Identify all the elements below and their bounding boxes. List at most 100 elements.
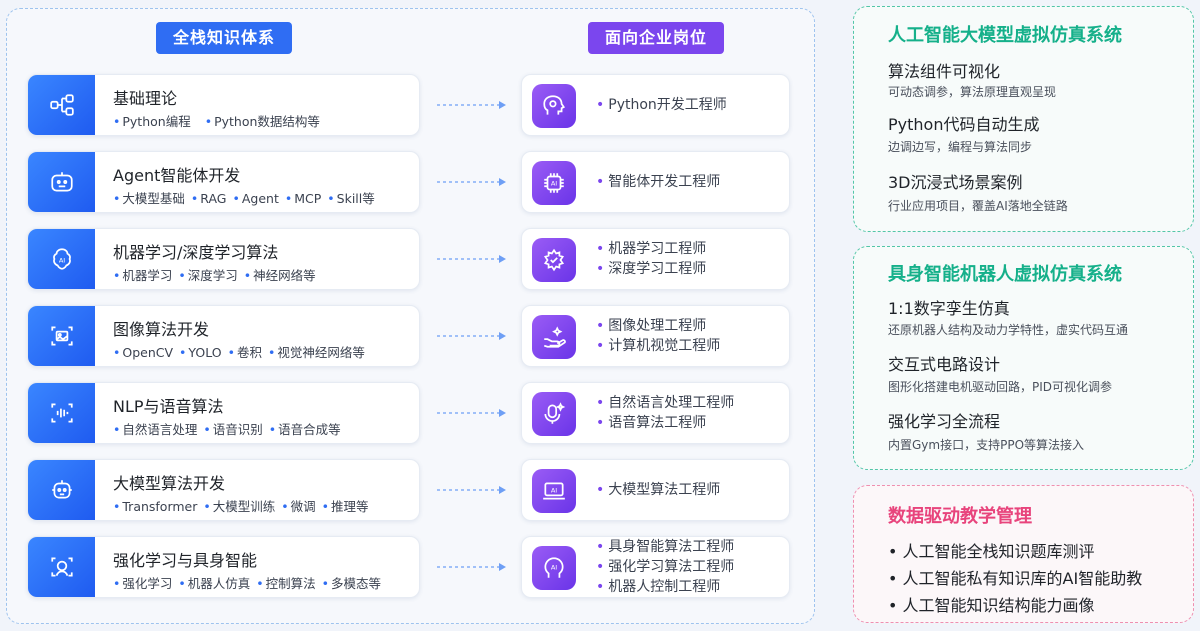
- knowledge-tag: •OpenCV: [113, 345, 174, 360]
- ai-brain-icon: AI: [28, 229, 95, 289]
- job-card: •自然语言处理工程师 •语音算法工程师: [521, 382, 790, 444]
- job-title: •智能体开发工程师: [596, 174, 721, 190]
- knowledge-tags: •自然语言处理 •语音识别 •语音合成等: [113, 419, 341, 438]
- connector-arrow: [437, 178, 506, 186]
- svg-text:AI: AI: [551, 564, 557, 572]
- knowledge-tag: •语音合成等: [268, 422, 341, 437]
- knowledge-tag: •机器学习: [113, 268, 173, 283]
- knowledge-tag: •Agent: [232, 191, 279, 206]
- knowledge-tags: •大模型基础 •RAG •Agent •MCP •Skill等: [113, 188, 375, 207]
- feature-heading: 交互式电路设计: [888, 355, 1001, 374]
- knowledge-tag: •YOLO: [179, 345, 222, 360]
- feature-heading: 1:1数字孪生仿真: [888, 299, 1010, 318]
- svg-text:AI: AI: [551, 180, 557, 188]
- feature-description: 图形化搭建电机驱动回路，PID可视化调参: [888, 380, 1113, 394]
- job-card: •机器学习工程师 •深度学习工程师: [521, 228, 790, 290]
- knowledge-tag: •MCP: [284, 191, 322, 206]
- knowledge-tag: •深度学习: [178, 268, 238, 283]
- knowledge-tag: •大模型训练: [203, 499, 276, 514]
- box-title: 具身智能机器人虚拟仿真系统: [888, 264, 1122, 285]
- knowledge-tag: •机器人仿真: [178, 576, 251, 591]
- job-title: •Python开发工程师: [596, 97, 727, 113]
- knowledge-tag: •Python编程: [113, 114, 191, 129]
- head-brain-icon: [532, 84, 576, 128]
- ai-llm-simulation-box: 人工智能大模型虚拟仿真系统 算法组件可视化 可动态调参，算法原理直观呈现 Pyt…: [853, 6, 1194, 232]
- job-title: •强化学习算法工程师: [596, 559, 735, 575]
- job-list: •大模型算法工程师: [596, 460, 720, 520]
- job-card: AI •智能体开发工程师: [521, 151, 790, 213]
- feature-description: 行业应用项目，覆盖AI落地全链路: [888, 199, 1068, 213]
- knowledge-tags: •机器学习 •深度学习 •神经网络等: [113, 265, 316, 284]
- robot-head-icon: [28, 460, 95, 520]
- data-driven-teaching-box: 数据驱动教学管理 • 人工智能全栈知识题库测评 • 人工智能私有知识库的AI智能…: [853, 485, 1194, 623]
- microphone-sparkle-icon: [532, 392, 576, 436]
- hand-sparkle-icon: [532, 315, 576, 359]
- knowledge-tags: •OpenCV •YOLO •卷积 •视觉神经网络等: [113, 342, 365, 361]
- feature-heading: 算法组件可视化: [888, 62, 1001, 81]
- ai-head-icon: AI: [532, 546, 576, 590]
- flowchart-icon: [28, 75, 95, 135]
- feature-heading: 强化学习全流程: [888, 412, 1001, 431]
- connector-arrow: [437, 409, 506, 417]
- feature-description: 内置Gym接口，支持PPO等算法接入: [888, 438, 1085, 452]
- ai-laptop-icon: AI: [532, 469, 576, 513]
- knowledge-system-header: 全栈知识体系: [156, 22, 292, 54]
- job-title: •计算机视觉工程师: [596, 338, 721, 354]
- job-title: •深度学习工程师: [596, 261, 707, 277]
- job-title: •语音算法工程师: [596, 415, 707, 431]
- job-title: •机器学习工程师: [596, 241, 707, 257]
- feature-description: 还原机器人结构及动力学特性，虚实代码互通: [888, 323, 1129, 337]
- knowledge-card: 大模型算法开发•Transformer•大模型训练•微调•推理等: [27, 459, 420, 521]
- feature-description: 边调边写，编程与算法同步: [888, 140, 1033, 154]
- svg-text:AI: AI: [551, 487, 557, 495]
- job-list: •图像处理工程师 •计算机视觉工程师: [596, 306, 720, 366]
- job-list: •机器学习工程师 •深度学习工程师: [596, 229, 706, 289]
- job-title: •自然语言处理工程师: [596, 395, 735, 411]
- knowledge-tag: •卷积: [227, 345, 262, 360]
- bullet-item: • 人工智能私有知识库的AI智能助教: [888, 569, 1143, 588]
- job-title: •图像处理工程师: [596, 318, 707, 334]
- knowledge-tag: •多模态等: [321, 576, 382, 591]
- knowledge-title: 图像算法开发: [113, 320, 210, 339]
- bullet-item: • 人工智能全栈知识题库测评: [888, 542, 1095, 561]
- knowledge-tag: •Transformer: [113, 499, 198, 514]
- connector-arrow: [437, 486, 506, 494]
- knowledge-tag: •Skill等: [327, 191, 375, 206]
- connector-arrow: [437, 332, 506, 340]
- job-card: AI •大模型算法工程师: [521, 459, 790, 521]
- knowledge-tag: •视觉神经网络等: [267, 345, 365, 360]
- image-scan-icon: [28, 306, 95, 366]
- head-scan-icon: [28, 537, 95, 597]
- svg-text:AI: AI: [58, 256, 64, 264]
- knowledge-tag: •大模型基础: [113, 191, 185, 206]
- feature-heading: Python代码自动生成: [888, 115, 1040, 134]
- knowledge-title: Agent智能体开发: [113, 166, 241, 185]
- knowledge-tags: •Python编程 •Python数据结构等: [113, 111, 320, 130]
- job-list: •具身智能算法工程师•强化学习算法工程师•机器人控制工程师: [596, 537, 734, 597]
- job-card: •图像处理工程师 •计算机视觉工程师: [521, 305, 790, 367]
- box-title: 人工智能大模型虚拟仿真系统: [888, 25, 1122, 46]
- knowledge-tag: •推理等: [321, 499, 369, 514]
- knowledge-card: NLP与语音算法 •自然语言处理 •语音识别 •语音合成等: [27, 382, 420, 444]
- knowledge-title: NLP与语音算法: [113, 397, 224, 416]
- knowledge-title: 基础理论: [113, 89, 178, 108]
- job-list: •自然语言处理工程师 •语音算法工程师: [596, 383, 734, 443]
- knowledge-tags: •Transformer•大模型训练•微调•推理等: [113, 496, 369, 515]
- knowledge-tag: •神经网络等: [243, 268, 316, 283]
- knowledge-tag: •控制算法: [256, 576, 316, 591]
- knowledge-title: 大模型算法开发: [113, 474, 226, 493]
- connector-arrow: [437, 101, 506, 109]
- knowledge-tag: •自然语言处理: [113, 422, 198, 437]
- ai-chip-icon: AI: [532, 161, 576, 205]
- knowledge-tag: •RAG: [190, 191, 227, 206]
- embodied-robot-simulation-box: 具身智能机器人虚拟仿真系统 1:1数字孪生仿真 还原机器人结构及动力学特性，虚实…: [853, 246, 1194, 470]
- job-card: •Python开发工程师: [521, 74, 790, 136]
- knowledge-tag: •语音识别: [203, 422, 263, 437]
- knowledge-tag: •强化学习: [113, 576, 173, 591]
- connector-arrow: [437, 255, 506, 263]
- connector-arrow: [437, 563, 506, 571]
- knowledge-title: 强化学习与具身智能: [113, 551, 258, 570]
- knowledge-tag: •Python数据结构等: [204, 114, 320, 129]
- enterprise-jobs-header: 面向企业岗位: [588, 22, 724, 54]
- robot-face-icon: [28, 152, 95, 212]
